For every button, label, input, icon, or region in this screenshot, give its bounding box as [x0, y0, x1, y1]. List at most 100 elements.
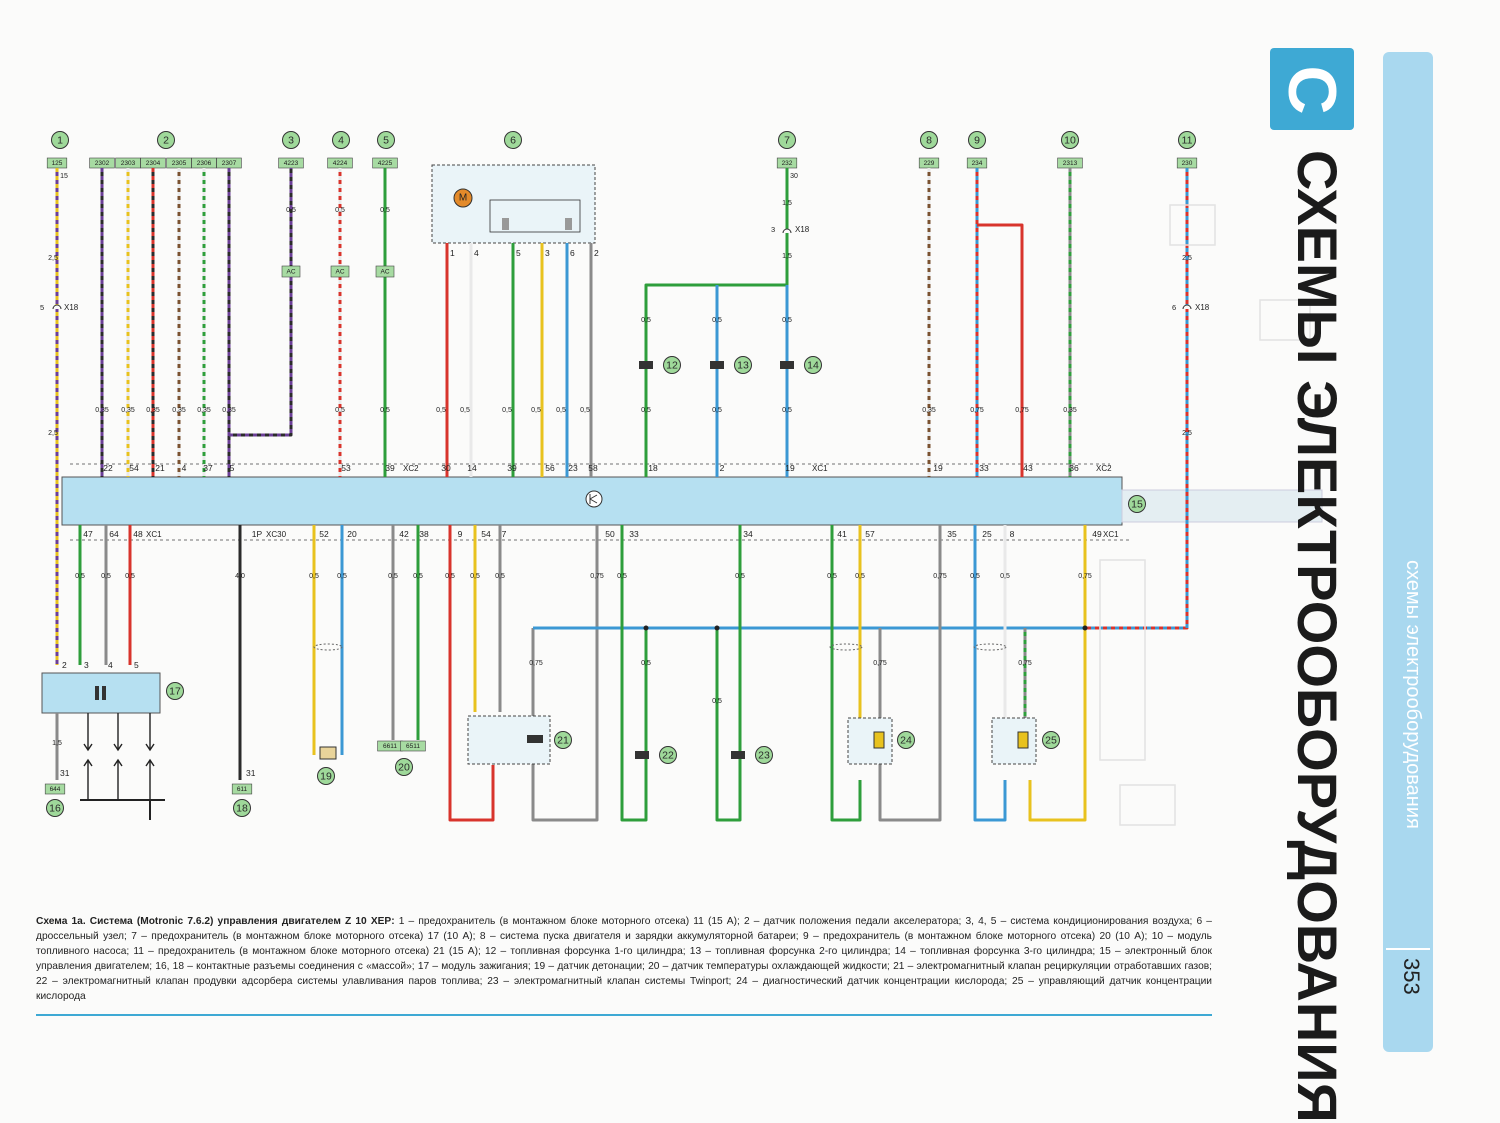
- transistor-icon: [585, 490, 603, 508]
- wire-section: 0,5: [495, 573, 505, 580]
- motor-icon-text: M: [459, 193, 467, 204]
- ref-18: [233, 799, 251, 817]
- spark-arrow: [83, 713, 93, 800]
- connector-gap: [52, 304, 62, 310]
- bottom-pin-33: 33: [629, 529, 639, 539]
- ref-25: [1042, 731, 1060, 749]
- bottom-pin-49: 49: [1092, 529, 1102, 539]
- bottom-pin-9: 9: [458, 529, 463, 539]
- ref-1: [51, 131, 69, 149]
- shield: [313, 643, 343, 651]
- ac-box: [375, 265, 395, 278]
- wire-section: 0,5: [470, 573, 480, 580]
- top-pin-21: 21: [155, 463, 165, 473]
- ref-19-text: 19: [320, 771, 332, 783]
- ref-17: [166, 682, 184, 700]
- ref-4-text: 4: [338, 135, 344, 147]
- connector-gap: [1182, 304, 1192, 310]
- top-pin-36: 36: [1069, 463, 1079, 473]
- wire-section: 1,5: [782, 200, 792, 207]
- ghost-block: [1099, 559, 1146, 761]
- wire-section: 0,75: [933, 573, 947, 580]
- wire-section: 0,5: [75, 573, 85, 580]
- bottom-pin-34: 34: [743, 529, 753, 539]
- ref-13-text: 13: [737, 360, 749, 372]
- code-125-text: 125: [52, 160, 63, 167]
- conn-xc2: XC2: [403, 464, 419, 473]
- wire-section: 0,5: [580, 407, 590, 414]
- wire-section: 0,5: [309, 573, 319, 580]
- conn-xc1-b: XC1: [146, 530, 162, 539]
- ref-12-text: 12: [666, 360, 678, 372]
- wire-section: 0,75: [970, 407, 984, 414]
- ref-15-text: 15: [1131, 499, 1143, 511]
- egr-solenoid-icon: [527, 735, 543, 743]
- wire-section: 0,5: [827, 573, 837, 580]
- code-4223-text: 4223: [284, 160, 299, 167]
- wire-section: 0,5: [286, 207, 296, 214]
- wire-section: 0,75: [873, 660, 887, 667]
- wire-section: 0,5: [735, 573, 745, 580]
- transistor-icon-lines: [589, 494, 598, 504]
- conn-xc1-c: XC1: [1103, 530, 1119, 539]
- ref-24-text: 24: [900, 735, 912, 747]
- bottom-pin-25: 25: [982, 529, 992, 539]
- top-pin-33: 33: [979, 463, 989, 473]
- wire-24b: [878, 525, 942, 822]
- wire-section: 0,5: [970, 573, 980, 580]
- x18-label-3: X18: [1195, 303, 1210, 312]
- ref-4: [332, 131, 350, 149]
- code-611: [231, 783, 253, 795]
- wire-section: 0,5: [335, 407, 345, 414]
- ac-box-text: AC: [286, 269, 295, 276]
- shield: [973, 643, 1007, 651]
- ref-23-text: 23: [758, 750, 770, 762]
- chapter-tab: С: [1270, 48, 1354, 130]
- ac-box-text: AC: [380, 269, 389, 276]
- wire-section: 0,5: [413, 573, 423, 580]
- wire-section: 0,5: [855, 573, 865, 580]
- wire-section: 0,35: [222, 407, 236, 414]
- pin-label: 1: [450, 248, 455, 258]
- top-pin-30: 30: [441, 463, 451, 473]
- wire-section: 2,5: [1182, 255, 1192, 262]
- wire-section: 0,75: [1078, 573, 1092, 580]
- wire-section: 2,5: [48, 430, 58, 437]
- ref-7: [778, 131, 796, 149]
- bottom-pin-8: 8: [1010, 529, 1015, 539]
- pin-label: 4: [474, 248, 479, 258]
- shield: [829, 643, 863, 651]
- bottom-pin-64: 64: [109, 529, 119, 539]
- wire-25a: [973, 525, 1007, 822]
- spark-arrow: [113, 713, 123, 800]
- ac-box: [281, 265, 301, 278]
- ac-box: [330, 265, 350, 278]
- side-separator: [1386, 948, 1430, 950]
- ref-22-text: 22: [662, 750, 674, 762]
- pin: 6: [1172, 303, 1176, 312]
- wire-11: [1085, 168, 1189, 630]
- wire-21b: [531, 525, 599, 822]
- twinport-valve-icon: [731, 751, 745, 759]
- junction: [714, 625, 720, 631]
- ref-16-text: 16: [49, 803, 61, 815]
- caption-body: 1 – предохранитель (в монтажном блоке мо…: [36, 916, 1212, 1002]
- ref-23: [755, 746, 773, 764]
- ref-2-text: 2: [163, 135, 169, 147]
- wire-22: [620, 525, 648, 822]
- top-pin-53: 53: [341, 463, 351, 473]
- bottom-pin-42: 42: [399, 529, 409, 539]
- wire-section: 0,5: [782, 317, 792, 324]
- code-2307-text: 2307: [222, 160, 237, 167]
- side-bar: [1383, 52, 1433, 1052]
- bottom-pin-50: 50: [605, 529, 615, 539]
- pin-label: 3: [84, 660, 89, 670]
- spark-arrow: [145, 713, 155, 800]
- wire-25: [1028, 525, 1087, 822]
- wire-section: 0,5: [335, 207, 345, 214]
- ref-14: [804, 356, 822, 374]
- wire-section: 0,5: [502, 407, 512, 414]
- wire-section: 0,35: [922, 407, 936, 414]
- top-pin-23: 23: [568, 463, 578, 473]
- ref-10: [1061, 131, 1079, 149]
